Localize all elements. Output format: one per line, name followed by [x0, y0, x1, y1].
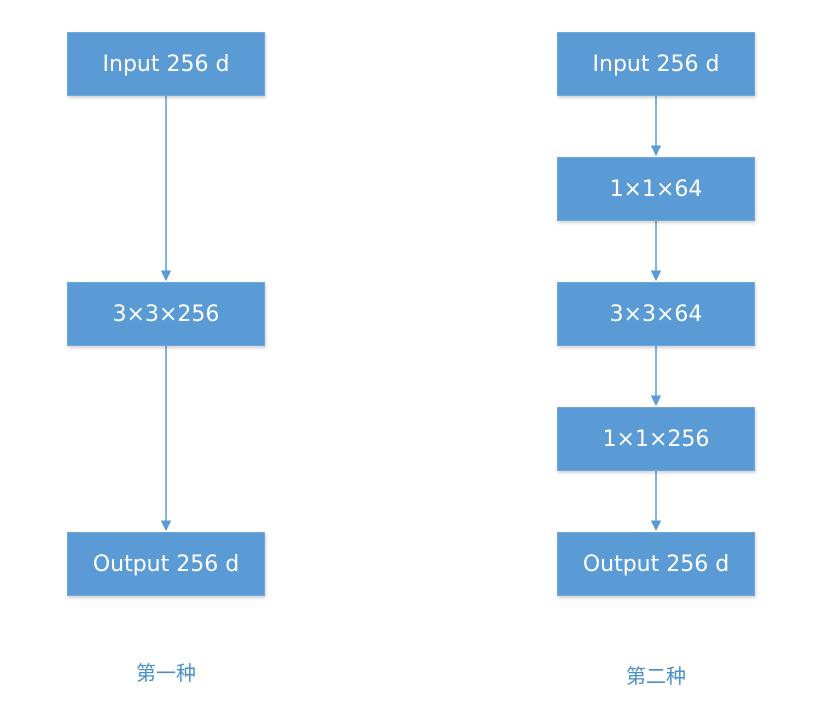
left-output-box: Output 256 d	[67, 532, 265, 596]
right-conv-1x1x64-box: 1×1×64	[557, 157, 755, 221]
right-conv-1x1x256-box: 1×1×256	[557, 407, 755, 471]
left-caption: 第一种	[136, 661, 196, 685]
left-input-box: Input 256 d	[67, 32, 265, 96]
right-conv-3x3x64-box: 3×3×64	[557, 282, 755, 346]
right-caption: 第二种	[626, 664, 686, 688]
left-conv-3x3x256-box: 3×3×256	[67, 282, 265, 346]
right-output-box: Output 256 d	[557, 532, 755, 596]
right-input-box: Input 256 d	[557, 32, 755, 96]
